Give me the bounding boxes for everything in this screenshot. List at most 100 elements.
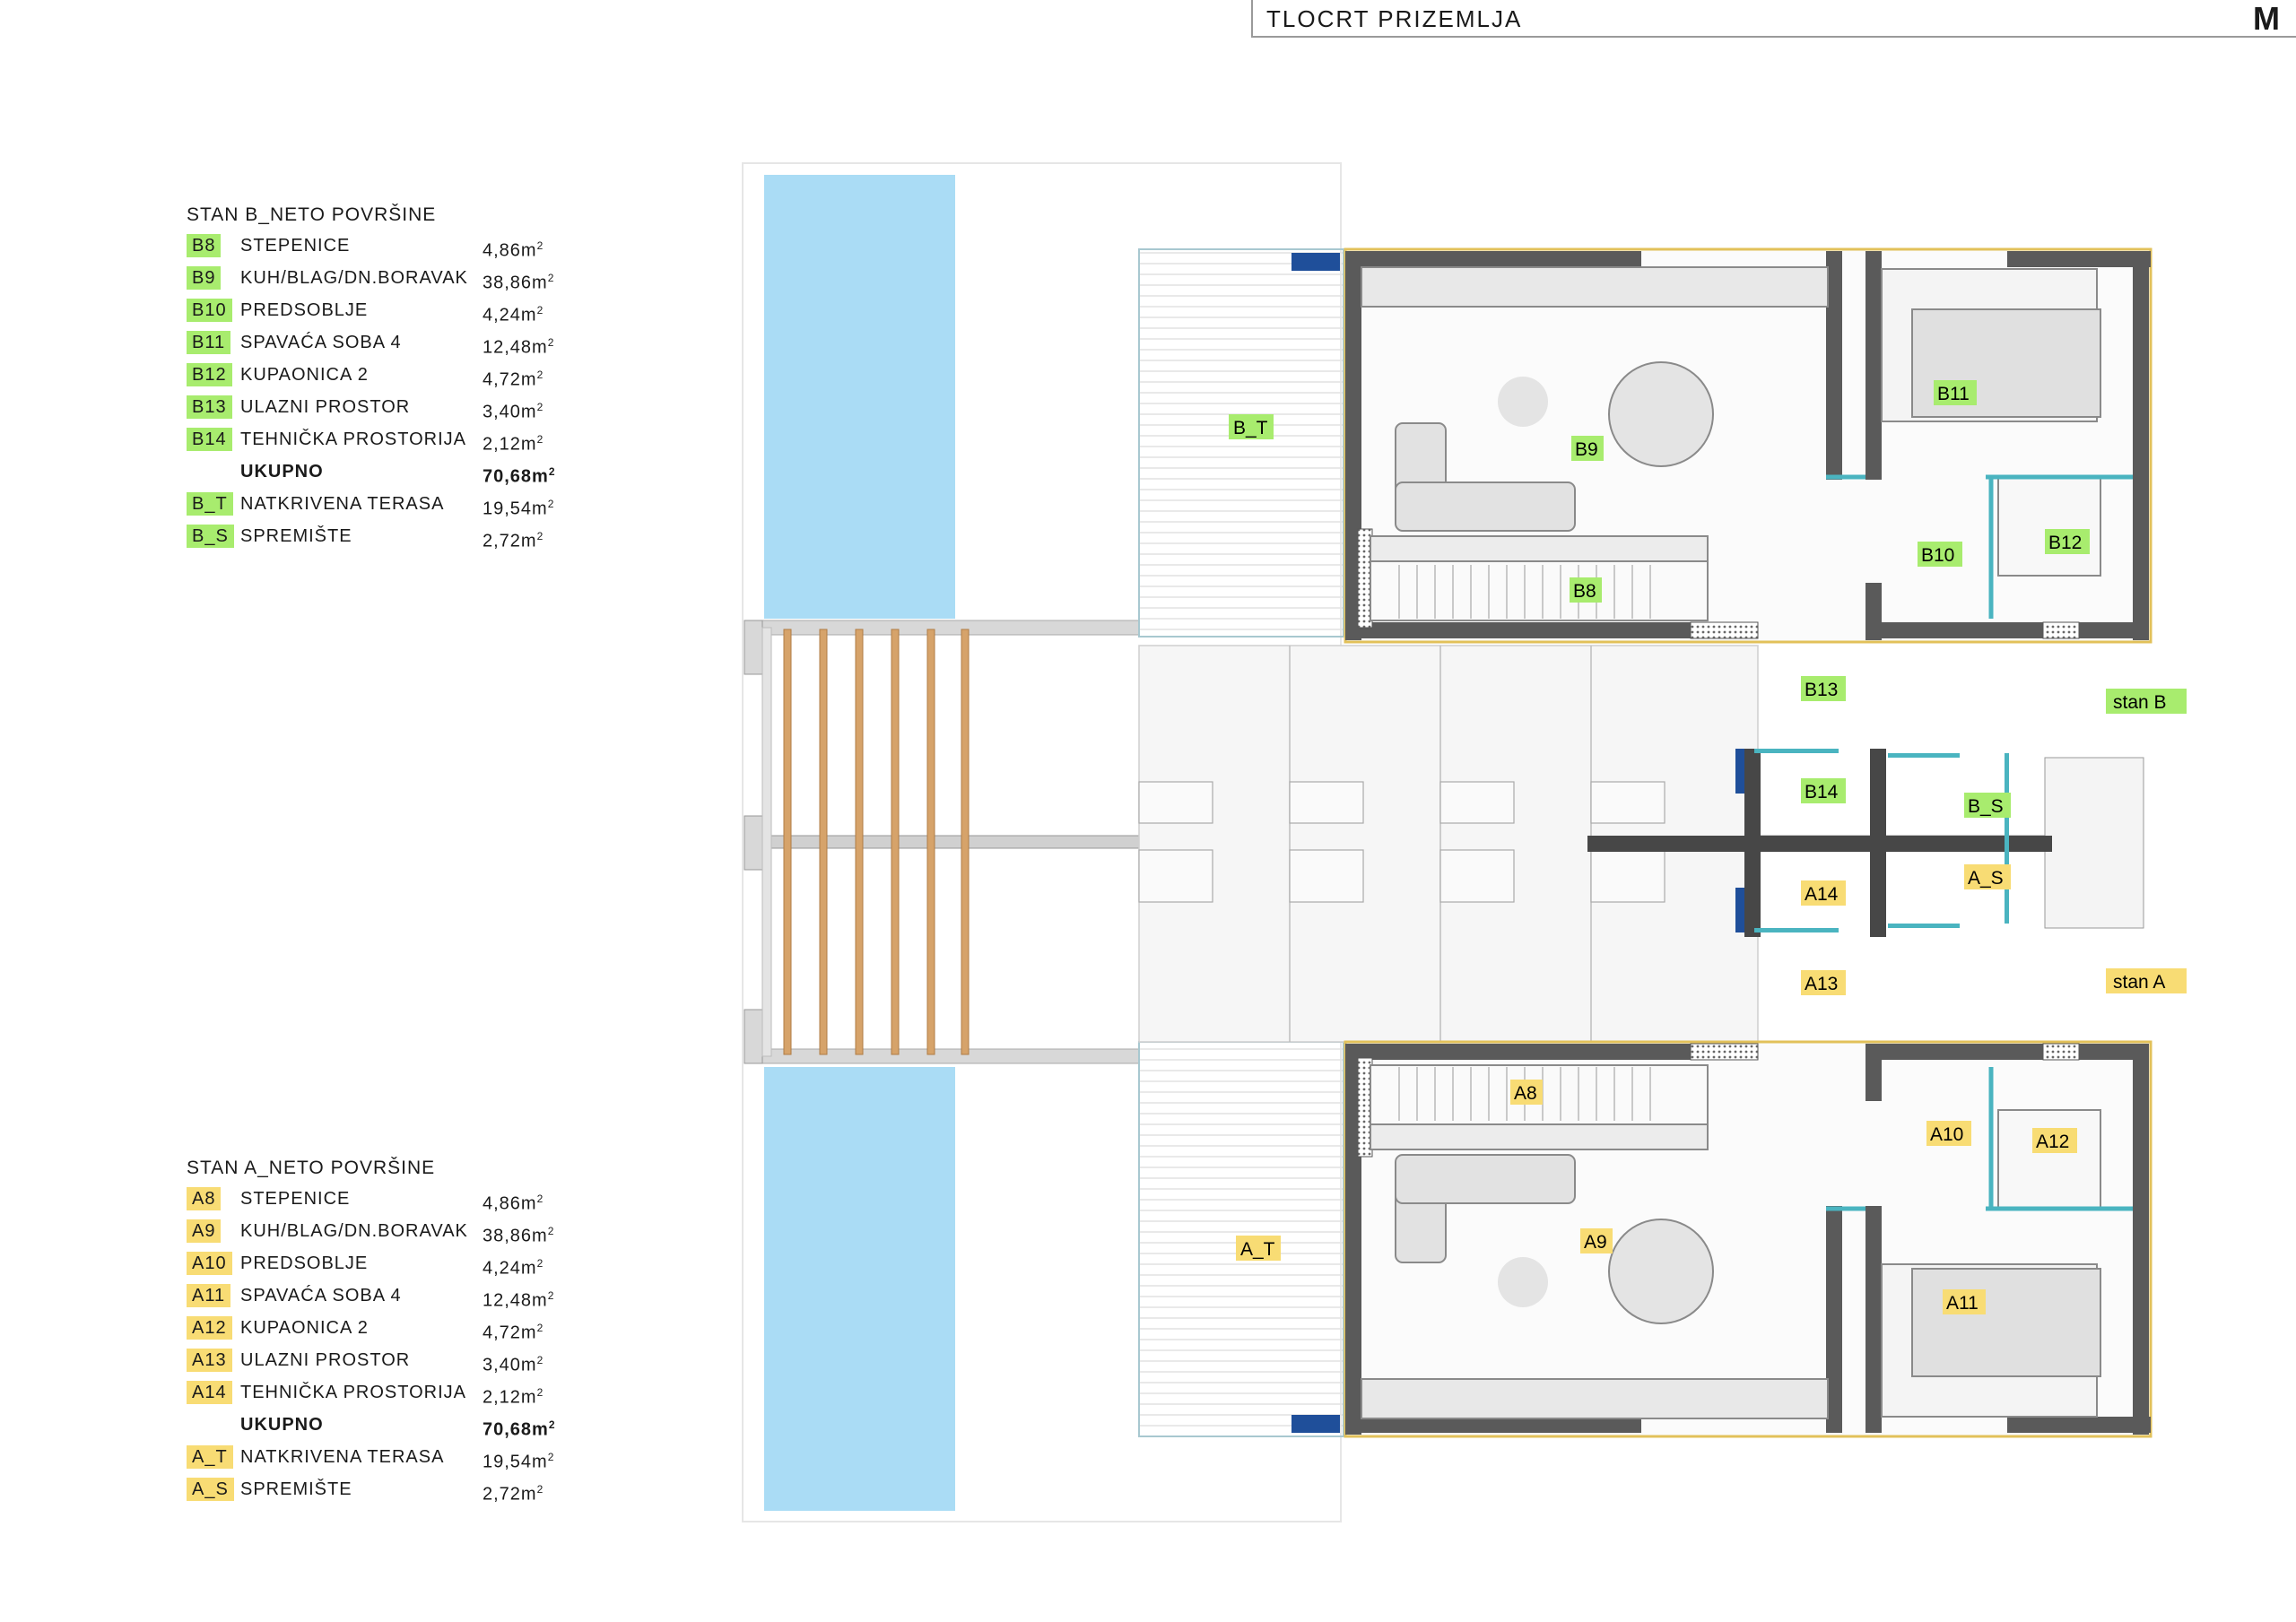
glass-partitions-a bbox=[1826, 1067, 2133, 1211]
room-area: 4,72m bbox=[483, 369, 537, 390]
room-labels: B_T B9 B11 B8 B10 B12 B13 B14 B_S stan B… bbox=[1229, 380, 2187, 1314]
area-sup: 2 bbox=[536, 239, 544, 252]
pool-upper bbox=[764, 175, 955, 619]
room-area: 2,12m bbox=[483, 434, 537, 455]
room-name: SPAVAĆA SOBA 4 bbox=[240, 333, 402, 352]
total-area: 70,68m bbox=[483, 466, 549, 487]
unit-b-furniture bbox=[1361, 266, 2101, 621]
wall-hatch bbox=[1690, 621, 1759, 639]
room-area: 2,72m bbox=[483, 1484, 537, 1505]
room-code: A8 bbox=[187, 1187, 222, 1210]
room-name: KUPAONICA 2 bbox=[240, 1318, 369, 1338]
label-b9: B9 bbox=[1575, 439, 1598, 460]
room-area: 3,40m bbox=[483, 402, 537, 422]
terrace-b bbox=[1138, 248, 1344, 638]
label-bg-b-s bbox=[1964, 793, 2011, 818]
room-area: 4,72m bbox=[483, 1323, 537, 1343]
room-code: A_T bbox=[187, 1445, 233, 1469]
room-code: A10 bbox=[187, 1252, 232, 1275]
area-sup: 2 bbox=[536, 1257, 544, 1270]
label-bg-b9 bbox=[1571, 436, 1604, 461]
room-name: KUPAONICA 2 bbox=[240, 365, 369, 385]
room-area: 38,86m bbox=[483, 273, 548, 293]
room-area: 4,24m bbox=[483, 305, 537, 325]
room-code: A13 bbox=[187, 1349, 232, 1372]
unit-a-furniture bbox=[1361, 1064, 2101, 1419]
room-code: B10 bbox=[187, 299, 232, 322]
room-code: A12 bbox=[187, 1316, 232, 1340]
label-a8: A8 bbox=[1514, 1083, 1537, 1104]
label-bg-b10 bbox=[1918, 542, 1962, 567]
room-code: B14 bbox=[187, 428, 232, 451]
label-a10: A10 bbox=[1930, 1124, 1963, 1145]
label-bg-a-t bbox=[1236, 1236, 1281, 1261]
label-b14: B14 bbox=[1805, 782, 1839, 802]
label-b-s: B_S bbox=[1968, 796, 2004, 817]
label-bg-b-t bbox=[1229, 414, 1274, 439]
label-bg-a10 bbox=[1926, 1121, 1971, 1146]
label-a12: A12 bbox=[2036, 1132, 2069, 1152]
room-area: 3,40m bbox=[483, 1355, 537, 1375]
label-bg-a11 bbox=[1943, 1289, 1986, 1314]
label-b10: B10 bbox=[1921, 545, 1954, 566]
label-b8: B8 bbox=[1573, 581, 1596, 602]
room-name: TEHNIČKA PROSTORIJA bbox=[240, 1383, 467, 1402]
glass-partitions-b bbox=[1826, 474, 2133, 619]
room-name: SPREMIŠTE bbox=[240, 1479, 352, 1499]
wall-hatch bbox=[2042, 621, 2080, 639]
room-area: 19,54m bbox=[483, 499, 548, 519]
room-code: B13 bbox=[187, 395, 232, 419]
label-a14: A14 bbox=[1805, 884, 1839, 905]
room-name: TEHNIČKA PROSTORIJA bbox=[240, 429, 467, 449]
legend-heading: STAN B_NETO POVRŠINE bbox=[187, 204, 437, 225]
room-area: 12,48m bbox=[483, 337, 548, 358]
label-bg-b13 bbox=[1801, 676, 1846, 701]
unit-a-walls bbox=[1345, 1044, 2151, 1435]
room-code: B_S bbox=[187, 525, 234, 548]
area-sup: 2 bbox=[547, 1451, 555, 1463]
label-bg-a8 bbox=[1510, 1080, 1543, 1105]
room-code: A9 bbox=[187, 1219, 222, 1243]
room-name: PREDSOBLJE bbox=[240, 300, 369, 320]
stair-a8 bbox=[1398, 1067, 1651, 1121]
area-sup: 2 bbox=[548, 465, 556, 478]
room-name: NATKRIVENA TERASA bbox=[240, 1447, 445, 1467]
area-sup: 2 bbox=[536, 530, 544, 542]
total-label: UKUPNO bbox=[240, 462, 324, 481]
label-bg-a13 bbox=[1801, 970, 1846, 995]
total-area: 70,68m bbox=[483, 1419, 549, 1440]
label-b-t: B_T bbox=[1233, 418, 1268, 438]
label-bg-stan-b bbox=[2106, 689, 2187, 714]
room-code: B12 bbox=[187, 363, 232, 386]
room-area: 4,86m bbox=[483, 1193, 537, 1214]
label-bg-stan-a bbox=[2106, 968, 2187, 993]
glazing-b bbox=[1292, 253, 1340, 271]
label-bg-a12 bbox=[2032, 1128, 2077, 1153]
legend-total: UKUPNO 70,68m2 bbox=[187, 455, 599, 488]
title-tick bbox=[1251, 0, 1253, 38]
wall-hatch bbox=[1690, 1043, 1759, 1061]
area-sup: 2 bbox=[536, 401, 544, 413]
room-code: B_T bbox=[187, 492, 233, 516]
label-a-t: A_T bbox=[1240, 1239, 1275, 1260]
area-sup: 2 bbox=[547, 1289, 555, 1302]
room-area: 38,86m bbox=[483, 1226, 548, 1246]
logo-mark: M bbox=[2253, 0, 2280, 37]
legend-heading: STAN A_NETO POVRŠINE bbox=[187, 1158, 436, 1178]
label-stan-b: stan B bbox=[2113, 692, 2167, 713]
area-sup: 2 bbox=[547, 498, 555, 510]
label-bg-b12 bbox=[2045, 529, 2090, 554]
label-bg-a14 bbox=[1801, 880, 1846, 906]
area-sup: 2 bbox=[536, 1193, 544, 1205]
room-area: 2,12m bbox=[483, 1387, 537, 1408]
